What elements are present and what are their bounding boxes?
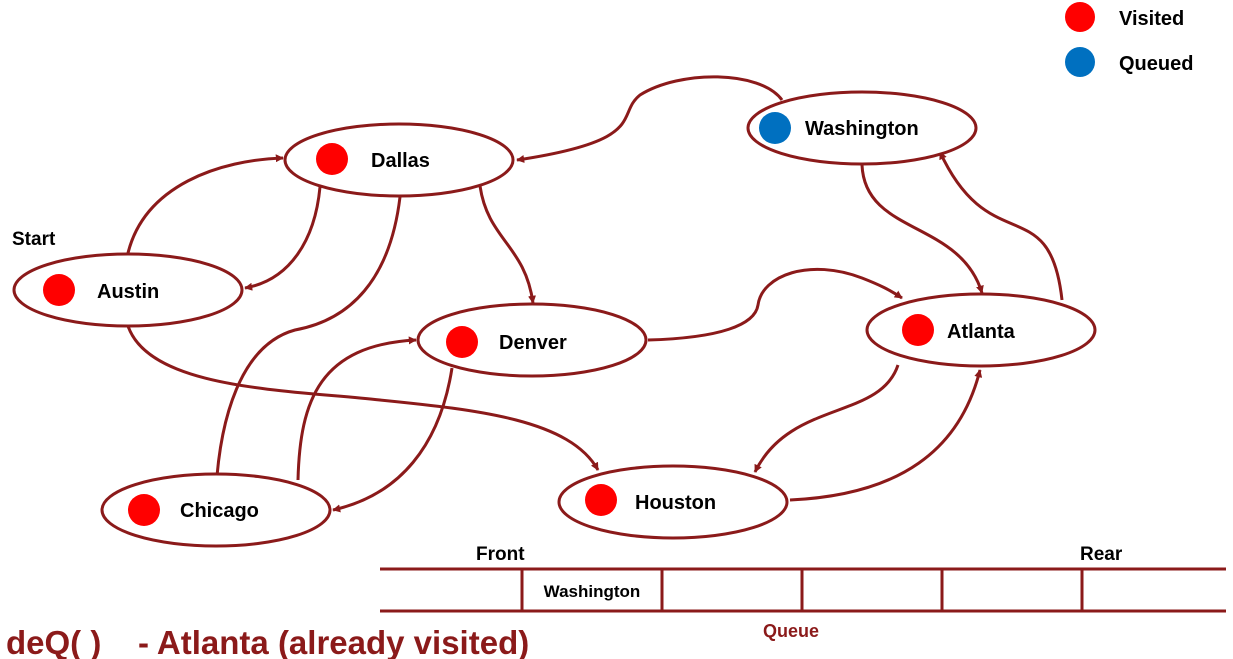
legend-visited-label: Visited: [1119, 8, 1184, 30]
node-dallas: Dallas: [283, 122, 515, 198]
legend-visited-marker: [1065, 2, 1095, 32]
edge-dallas-austin: [244, 186, 322, 291]
node-houston: Houston: [557, 464, 789, 540]
node-washington-status-marker: [759, 112, 791, 144]
edge-austin-houston: [126, 325, 600, 471]
node-chicago-status-marker: [128, 494, 160, 526]
queue-caption: Queue: [763, 621, 819, 641]
node-chicago: Chicago: [100, 472, 332, 548]
node-dallas-label: Dallas: [371, 150, 430, 172]
node-houston-status-marker: [585, 484, 617, 516]
node-dallas-status-marker: [316, 143, 348, 175]
legend-queued-marker: [1065, 47, 1095, 77]
node-denver-label: Denver: [499, 332, 567, 354]
node-atlanta-label: Atlanta: [947, 321, 1016, 343]
node-atlanta: Atlanta: [865, 292, 1097, 368]
edge-houston-atlanta: [789, 369, 983, 502]
edge-chicago-denver: [296, 336, 417, 481]
node-denver: Denver: [416, 302, 648, 378]
node-washington-label: Washington: [805, 118, 919, 140]
nodes: Austin Dallas Washington Denver Atlanta …: [12, 90, 1097, 548]
node-houston-label: Houston: [635, 492, 716, 514]
queue-front-label: Front: [476, 544, 525, 565]
node-austin-label: Austin: [97, 281, 159, 303]
edge-atlanta-houston: [753, 364, 900, 473]
legend-queued-label: Queued: [1119, 53, 1193, 75]
node-austin: Austin: [12, 252, 244, 328]
node-washington: Washington: [746, 90, 978, 166]
queue-cell: Washington: [544, 582, 641, 601]
edge-dallas-denver: [478, 185, 536, 304]
edge-denver-chicago: [332, 367, 454, 513]
node-denver-status-marker: [446, 326, 478, 358]
edge-washington-dallas: [516, 75, 784, 163]
queue: Front Rear Washington Queue: [380, 544, 1226, 641]
edge-austin-dallas: [126, 154, 284, 254]
start-label: Start: [12, 229, 56, 250]
edges: [126, 75, 1064, 513]
legend: Visited Queued: [1065, 2, 1193, 77]
edge-denver-atlanta: [647, 267, 903, 342]
node-austin-status-marker: [43, 274, 75, 306]
edge-dallas-chicago: [212, 196, 402, 491]
queue-rear-label: Rear: [1080, 544, 1123, 565]
status-message: deQ( ) - Atlanta (already visited): [6, 624, 529, 659]
node-atlanta-status-marker: [902, 314, 934, 346]
edge-atlanta-washington: [938, 151, 1064, 301]
node-chicago-label: Chicago: [180, 500, 259, 522]
edge-washington-atlanta: [860, 164, 984, 294]
